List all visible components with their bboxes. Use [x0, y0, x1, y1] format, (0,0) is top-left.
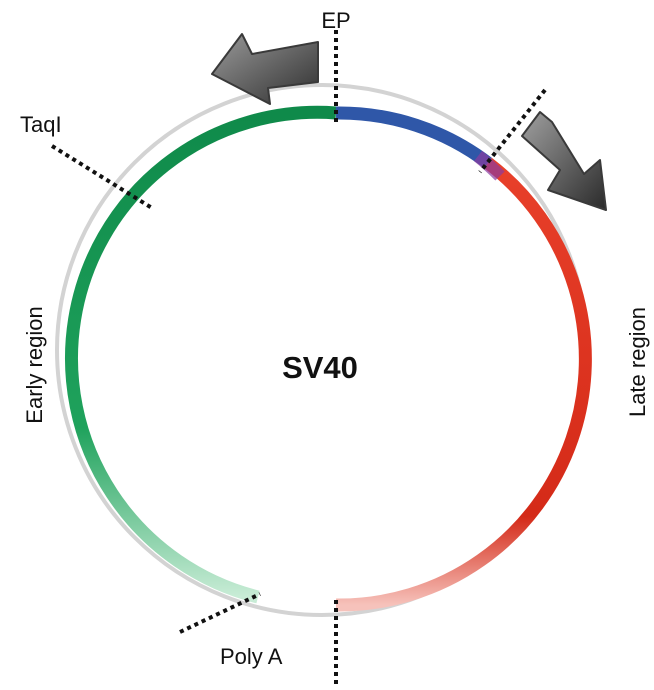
transition-arc: [473, 150, 505, 181]
early-direction-arrow-icon: [211, 33, 319, 105]
early-region-arc: [64, 105, 337, 604]
taqi-marker: [50, 144, 154, 210]
plasmid-title: SV40: [282, 350, 358, 385]
late-region-label: Late region: [625, 307, 650, 417]
early-region-label: Early region: [22, 306, 47, 423]
promoter-end-marker: [478, 88, 547, 174]
promoter-arc: [335, 106, 492, 169]
taqi-label: TaqI: [20, 112, 62, 137]
ep-label: EP: [321, 8, 350, 33]
poly-a-marker: [179, 592, 261, 634]
poly-a-label: Poly A: [220, 644, 283, 669]
late-region-arc: [335, 157, 592, 612]
late-direction-arrow-icon: [521, 111, 607, 211]
